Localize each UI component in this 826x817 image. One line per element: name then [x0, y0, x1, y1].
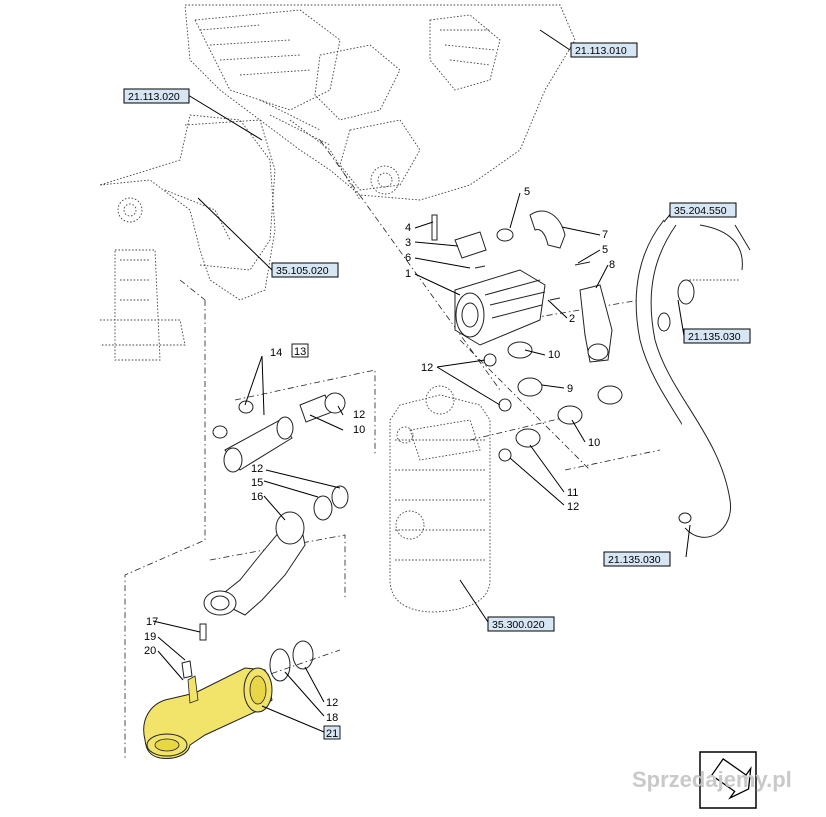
callout-10-c: 10	[588, 437, 600, 449]
filter-housing	[389, 385, 491, 613]
callout-19: 19	[144, 631, 156, 643]
callout-5-mid: 5	[602, 244, 608, 256]
callout-14: 14	[270, 347, 282, 359]
callout-9: 9	[567, 383, 573, 395]
callout-16: 16	[251, 491, 263, 503]
next-page-arrow-icon[interactable]	[699, 751, 759, 809]
return-hose	[635, 219, 751, 538]
svg-text:21.135.030: 21.135.030	[608, 554, 661, 566]
callout-20: 20	[144, 645, 156, 657]
svg-text:35.105.020: 35.105.020	[276, 265, 329, 277]
callout-17: 17	[146, 616, 158, 628]
callout-6: 6	[405, 252, 411, 264]
callout-13: 13	[294, 346, 306, 358]
leader-dashes	[124, 139, 661, 760]
callout-13-box	[291, 343, 309, 358]
callout-12-c: 12	[251, 463, 263, 475]
svg-text:21.113.010: 21.113.010	[575, 45, 627, 57]
callout-11: 11	[567, 487, 578, 499]
elbow-fitting-highlighted	[143, 623, 314, 759]
reference-35-204-550[interactable]: 35.204.550	[669, 202, 737, 218]
callout-labels: 5 4 7 3 5 6 8 1 2 14 13 10 12 9 12 10 10…	[144, 186, 615, 740]
reference-35-300-020[interactable]: 35.300.020	[487, 616, 555, 632]
callout-10-a: 10	[548, 349, 560, 361]
callout-leaders	[152, 29, 691, 733]
callout-2: 2	[569, 313, 575, 325]
reference-21-135-030-lower[interactable]: 21.135.030	[603, 551, 671, 567]
callout-10-b: 10	[353, 424, 365, 436]
callout-1: 1	[405, 268, 411, 280]
svg-text:35.204.550: 35.204.550	[674, 205, 727, 217]
callout-21: 21	[326, 728, 338, 740]
reference-21-135-030-upper[interactable]: 21.135.030	[683, 328, 751, 344]
callout-15: 15	[251, 477, 263, 489]
callout-12-d: 12	[567, 501, 579, 513]
suction-pipe	[203, 392, 349, 616]
reference-35-105-020[interactable]: 35.105.020	[271, 262, 339, 278]
engine-block	[99, 4, 576, 361]
callout-5-top: 5	[524, 186, 530, 198]
callout-18: 18	[326, 712, 338, 724]
svg-text:21.135.030: 21.135.030	[688, 331, 741, 343]
callout-4: 4	[405, 222, 411, 234]
svg-text:35.300.020: 35.300.020	[492, 619, 545, 631]
reference-21-113-010[interactable]: 21.113.010	[570, 42, 638, 58]
callout-12-a: 12	[421, 362, 433, 374]
callout-12-e: 12	[326, 697, 338, 709]
svg-text:21.113.020: 21.113.020	[128, 91, 180, 103]
callout-12-b: 12	[353, 409, 365, 421]
watermark: Sprzedajemy.pl	[632, 767, 792, 792]
callout-7: 7	[602, 229, 608, 241]
reference-21-113-020[interactable]: 21.113.020	[123, 88, 190, 104]
callout-3: 3	[405, 237, 411, 249]
callout-21-box	[323, 725, 341, 740]
callout-8: 8	[609, 259, 615, 271]
pump-assembly	[431, 210, 623, 462]
